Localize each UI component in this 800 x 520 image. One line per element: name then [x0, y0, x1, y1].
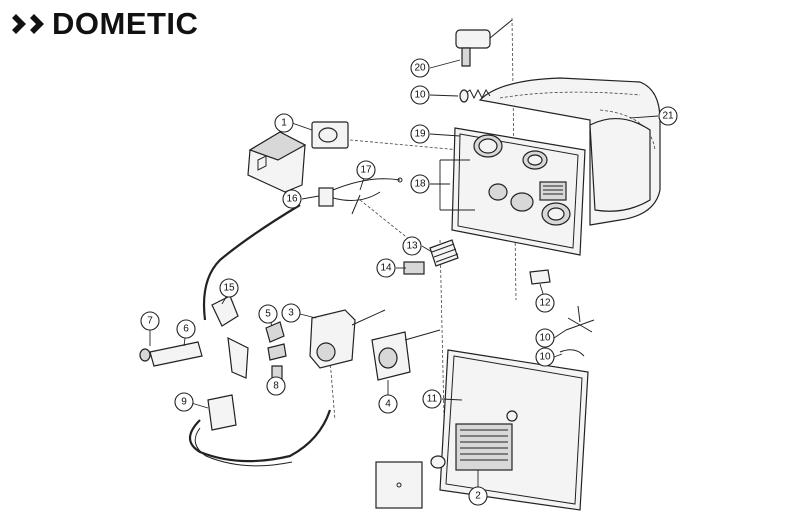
switch-and-wiring [318, 177, 403, 215]
access-door [439, 349, 589, 511]
callout-20: 20 [410, 58, 430, 78]
svg-text:18: 18 [414, 179, 426, 190]
callout-19: 19 [410, 124, 430, 144]
svg-text:21: 21 [662, 111, 674, 122]
svg-text:10: 10 [414, 90, 426, 101]
svg-text:5: 5 [265, 309, 271, 320]
igniter-part [455, 19, 513, 67]
callout-1: 1 [274, 113, 294, 133]
callout-5: 5 [258, 304, 278, 324]
callout-21: 21 [658, 106, 678, 126]
svg-text:11: 11 [427, 394, 438, 405]
svg-text:14: 14 [380, 263, 392, 274]
tank-housing [478, 77, 661, 226]
svg-text:1: 1 [281, 118, 287, 129]
bracket-part [529, 269, 551, 285]
svg-text:13: 13 [406, 241, 418, 252]
callout-2: 2 [468, 486, 488, 506]
cable [202, 204, 301, 321]
svg-text:2: 2 [475, 491, 481, 502]
svg-text:4: 4 [385, 399, 391, 410]
callout-10-right-lower: 10 [535, 347, 555, 367]
gas-line [188, 394, 332, 467]
svg-text:6: 6 [183, 324, 189, 335]
callout-16: 16 [282, 189, 302, 209]
svg-text:19: 19 [414, 129, 426, 140]
burner-tube [139, 336, 249, 379]
svg-text:10: 10 [539, 352, 551, 363]
clip-part [211, 295, 239, 327]
svg-text:20: 20 [414, 63, 426, 74]
right-side-parts [559, 305, 595, 357]
svg-text:10: 10 [539, 333, 551, 344]
svg-text:17: 17 [360, 165, 372, 176]
callout-18: 18 [410, 174, 430, 194]
callout-10-top: 10 [410, 85, 430, 105]
callout-4: 4 [378, 394, 398, 414]
spring-part-top [459, 88, 491, 103]
callout-9: 9 [174, 392, 194, 412]
callout-6: 6 [176, 319, 196, 339]
callout-12: 12 [535, 293, 555, 313]
sensor-fitting [403, 239, 459, 275]
callout-15: 15 [219, 278, 239, 298]
brand-name: DOMETIC [52, 6, 199, 41]
control-housing [247, 121, 349, 193]
callout-3: 3 [281, 303, 301, 323]
svg-text:7: 7 [147, 316, 153, 327]
front-panel [451, 127, 586, 256]
svg-text:8: 8 [273, 381, 279, 392]
svg-text:15: 15 [223, 283, 235, 294]
svg-text:16: 16 [286, 194, 298, 205]
callout-8: 8 [266, 376, 286, 396]
gas-valve [309, 309, 386, 369]
callout-10-right-upper: 10 [535, 328, 555, 348]
callout-17: 17 [356, 160, 376, 180]
brand-logo: DOMETIC [4, 6, 198, 42]
svg-text:3: 3 [288, 308, 294, 319]
svg-text:9: 9 [181, 397, 187, 408]
fittings [265, 321, 287, 381]
callout-14: 14 [376, 258, 396, 278]
dometic-chevron-logo-icon [6, 14, 44, 34]
square-plate [375, 455, 446, 509]
callout-13: 13 [402, 236, 422, 256]
callout-11: 11 [422, 389, 442, 409]
thermostat [371, 329, 441, 381]
callout-7: 7 [140, 311, 160, 331]
svg-text:12: 12 [539, 298, 551, 309]
